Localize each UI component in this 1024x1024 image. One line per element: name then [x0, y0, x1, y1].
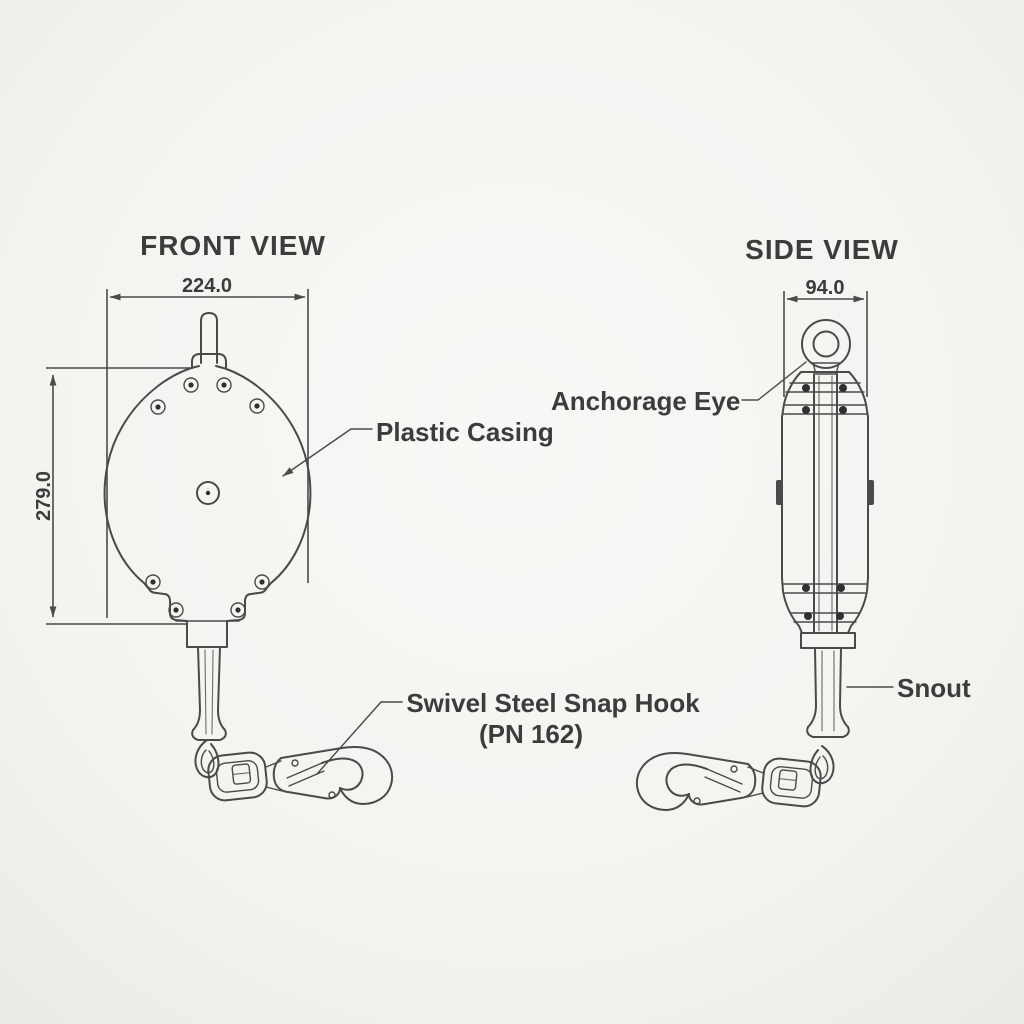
side-view-title: SIDE VIEW [745, 234, 899, 265]
anchorage-eye-hole [812, 330, 840, 358]
snout-front-detail [211, 649, 214, 735]
anchorage-stem [200, 312, 218, 364]
snout-side [806, 647, 850, 738]
side-tab-right [867, 480, 874, 505]
snap-hook-label: Swivel Steel Snap Hook [406, 688, 700, 718]
center-hub-dot [205, 490, 211, 496]
swivel-snap-hook-front [194, 739, 394, 805]
snap-hook-pn-label: (PN 162) [479, 719, 583, 749]
front-height-dimension: 279.0 [33, 471, 55, 521]
plastic-casing-outline [103, 365, 312, 648]
snout-front [191, 646, 227, 741]
plastic-casing-label: Plastic Casing [376, 417, 554, 447]
anchorage-eye-ring [801, 319, 851, 369]
front-width-dimension: 224.0 [182, 275, 232, 297]
anchorage-eye-leader [741, 361, 807, 401]
side-width-dimension: 94.0 [806, 277, 845, 299]
snout-front-detail [204, 649, 207, 735]
side-tab-left [776, 480, 783, 505]
cable-channel [813, 373, 838, 634]
snap-hook-leader [316, 701, 403, 775]
front-view: FRONT VIEW 224.0 279.0 [33, 230, 394, 805]
front-view-title: FRONT VIEW [140, 230, 326, 261]
plastic-casing-leader [282, 428, 373, 477]
callouts: Plastic Casing Anchorage Eye Swivel Stee… [282, 361, 971, 775]
casing-screws [145, 377, 270, 618]
center-hub [196, 481, 220, 505]
body-bottom-cap [781, 577, 869, 634]
swivel-snap-hook-side [635, 745, 835, 811]
body-top-cap [781, 371, 869, 418]
snout-collar-side [800, 632, 856, 649]
snout-label: Snout [897, 673, 971, 703]
anchorage-eye-label: Anchorage Eye [551, 386, 740, 416]
side-view: SIDE VIEW 94.0 [635, 234, 899, 811]
stem-base [191, 353, 227, 369]
